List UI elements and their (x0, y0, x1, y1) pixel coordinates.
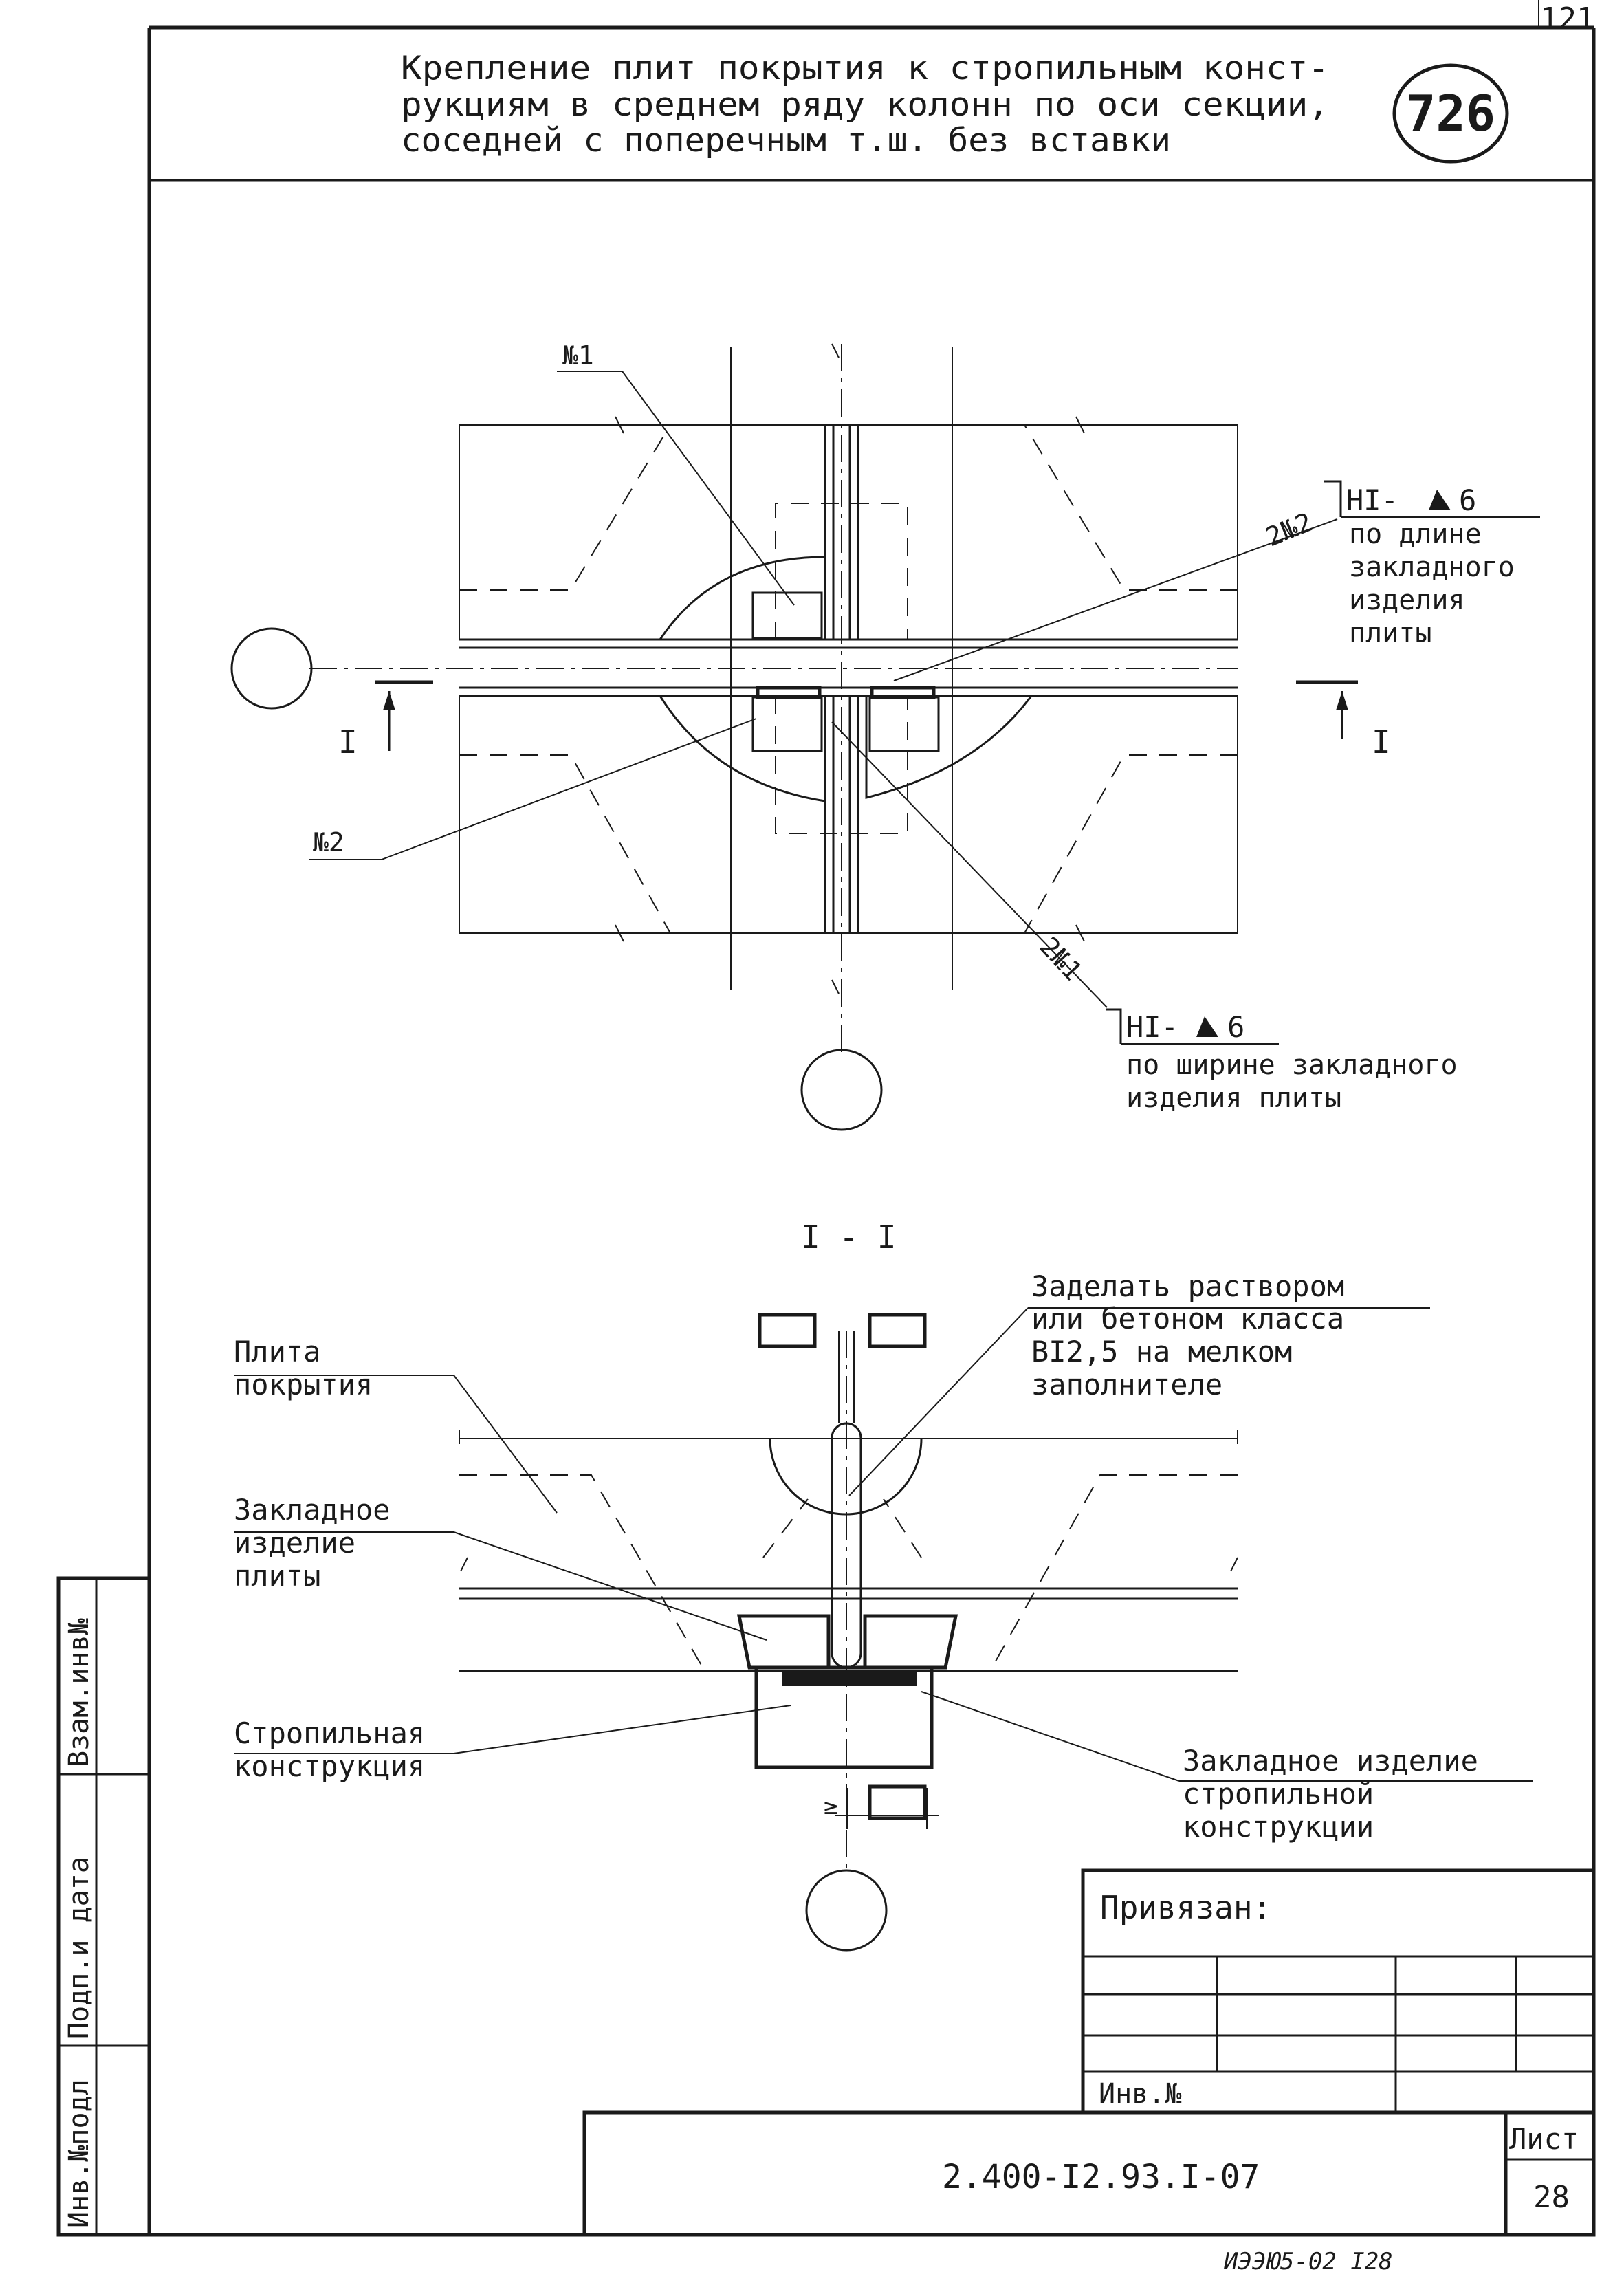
embed-label-3: плиты (234, 1559, 320, 1593)
binding-stamp: Привязан: Инв.№ (1081, 1868, 1596, 2115)
grout-note-3: ВI2,5 на мелком (1031, 1335, 1292, 1368)
weld-top-note-1: по длине (1349, 518, 1482, 550)
section-letter-right: I (1372, 723, 1391, 761)
weld-bottom-note-2: изделия плиты (1126, 1082, 1341, 1114)
section-letter-left: I (338, 723, 358, 761)
weld-triangle-icon (1429, 490, 1451, 510)
corner-number: 121 (1540, 1, 1594, 36)
weld-top-note-2: закладного (1349, 551, 1515, 583)
sheet-number: 28 (1533, 2180, 1570, 2215)
inv-no-label: Инв.№ (1099, 2078, 1181, 2110)
weld-top-note-3: изделия (1349, 585, 1465, 616)
sheet-title: Крепление плит покрытия к стропильным ко… (401, 50, 1329, 160)
weld-2m2: 2№2 (1262, 507, 1317, 553)
weld-note-bottom: НI- 6 по ширине закладного изделия плиты (1106, 1008, 1458, 1114)
grout-note-2: или бетоном класса (1031, 1302, 1344, 1335)
weld-top-size: 6 (1459, 483, 1476, 517)
sheet-label: Лист (1509, 2122, 1579, 2156)
weld-triangle-icon (1196, 1016, 1218, 1037)
title-line-1: Крепление плит покрытия к стропильным ко… (401, 50, 1329, 87)
section-view: I - I ≥ (234, 1219, 1533, 1952)
section-title: I - I (801, 1219, 896, 1256)
truss-embed-label-1: Закладное изделие (1183, 1744, 1478, 1778)
slab-label-2: покрытия (234, 1368, 373, 1401)
weld-note-top: НI- 6 по длине закладного изделия плиты (1324, 480, 1540, 649)
embed-label-1: Закладное (234, 1493, 391, 1527)
embed-label-2: изделие (234, 1526, 355, 1560)
sheet-frame (58, 25, 1596, 2237)
weld-bottom-size: 6 (1227, 1010, 1244, 1044)
label-m2: №2 (313, 827, 344, 857)
privyazan-label: Привязан: (1100, 1889, 1271, 1926)
weld-top-note-4: плиты (1349, 618, 1431, 649)
truss-embed-label-2: стропильной (1183, 1777, 1374, 1811)
node-number: 726 (1406, 85, 1495, 142)
inv-podl-label: Инв.№подл (63, 2079, 95, 2228)
grout-note-1: Заделать раствором (1031, 1269, 1344, 1303)
plan-view: I I №1 №2 2№2 2№1 (230, 340, 1391, 1131)
weld-bottom-symbol: НI- (1126, 1010, 1178, 1044)
slab-label-1: Плита (234, 1335, 320, 1368)
footer-stamp: ИЭЭЮ5-02 I28 (1223, 2248, 1393, 2275)
title-line-3: соседней с поперечным т.ш. без вставки (401, 122, 1171, 160)
truss-label-2: конструкция (234, 1749, 425, 1783)
grout-note-4: заполнителе (1031, 1368, 1222, 1401)
vzam-inv-label: Взам.инв№ (63, 1618, 95, 1767)
podp-data-label: Подп.и дата (63, 1857, 95, 2039)
weld-top-symbol: НI- (1346, 483, 1398, 517)
weld-bottom-note-1: по ширине закладного (1126, 1049, 1458, 1081)
label-m1: №1 (562, 340, 594, 371)
title-block: 2.400-I2.93.I-07 Лист 28 (582, 2110, 1596, 2237)
truss-embed-label-3: конструкции (1183, 1810, 1374, 1844)
truss-label-1: Стропильная (234, 1716, 425, 1750)
document-code: 2.400-I2.93.I-07 (942, 2158, 1260, 2196)
title-line-2: рукциям в среднем ряду колонн по оси сек… (401, 86, 1329, 124)
gap-mark: ≥ (824, 1793, 837, 1820)
side-strip: Взам.инв№ Подп.и дата Инв.№подл (56, 1576, 151, 2237)
node-number-circle: 726 (1392, 63, 1509, 164)
